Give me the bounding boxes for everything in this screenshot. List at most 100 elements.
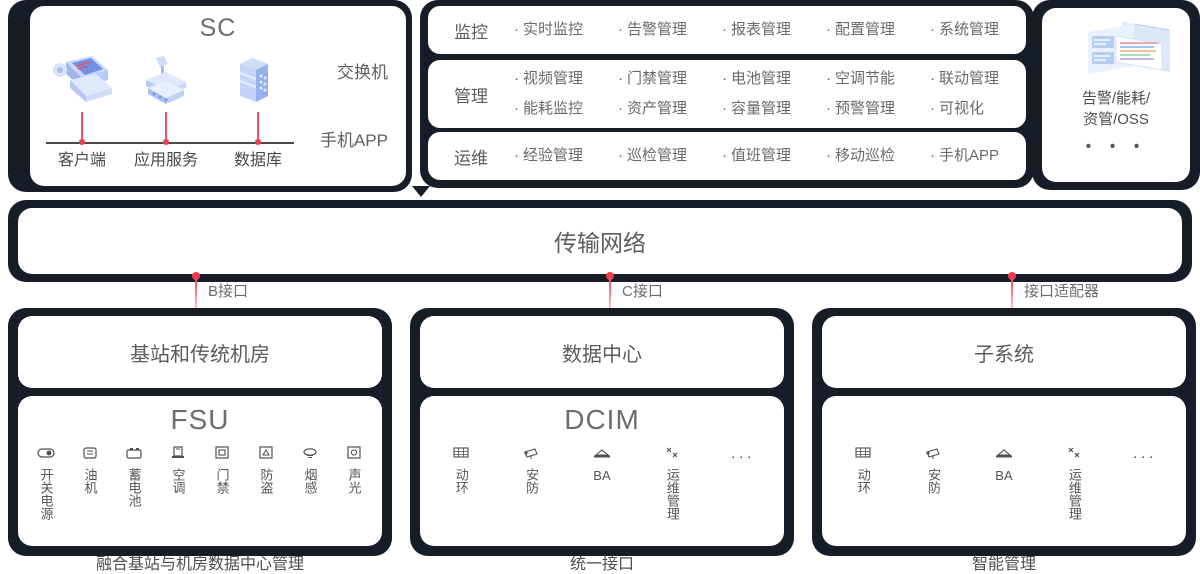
feature-item[interactable]: 可视化 — [930, 94, 1034, 124]
sc-node-group: 客户端 — [46, 54, 296, 174]
feature-shell: 监控 实时监控 告警管理 报表管理 配置管理 系统管理 管理 视频管理 门禁管理… — [420, 0, 1034, 188]
icon-label: 动环 — [855, 468, 871, 494]
feature-item[interactable]: 配置管理 — [826, 15, 930, 45]
feature-item[interactable]: 实时监控 — [514, 15, 618, 45]
feature-item[interactable]: 视频管理 — [514, 64, 618, 94]
dashboard-windows-icon — [1042, 20, 1190, 82]
feature-item-list: 经验管理 巡检管理 值班管理 移动巡检 手机APP — [514, 141, 1034, 171]
column-big-title: DCIM — [564, 404, 640, 435]
feature-item[interactable]: 系统管理 — [930, 15, 1034, 45]
column-caption: 融合基站与机房数据中心管理 — [95, 556, 304, 573]
sc-connector-line — [81, 112, 83, 142]
sc-node-label: 应用服务 — [133, 152, 198, 169]
feature-group-name: 运维 — [454, 148, 488, 168]
smoke-sensor-icon[interactable]: 烟感 — [291, 446, 329, 494]
operations-management-icon[interactable]: 运维管理 — [1055, 446, 1093, 520]
more-ellipsis-icon[interactable]: ··· — [730, 448, 755, 465]
sc-node-label: 数据库 — [233, 152, 282, 169]
sc-node-database: 数据库 — [222, 54, 294, 169]
column-body-card: DCIM 动环 安防 BA — [420, 396, 784, 546]
column-body-card: 动环 安防 BA 运维 — [822, 396, 1186, 546]
icon-label: 声光 — [346, 468, 362, 494]
feature-item[interactable]: 容量管理 — [722, 94, 826, 124]
column-big-title: FSU — [170, 404, 230, 435]
column-subsystem: 子系统 动环 安防 — [812, 308, 1196, 556]
icon-label: 烟感 — [302, 468, 318, 494]
building-automation-icon[interactable]: BA — [985, 446, 1023, 483]
feature-group-name: 管理 — [454, 86, 488, 106]
feature-group-name: 监控 — [454, 22, 488, 42]
anti-theft-icon[interactable]: 防盗 — [247, 446, 285, 494]
sc-connector-line — [257, 112, 259, 142]
feature-item[interactable]: 预警管理 — [826, 94, 930, 124]
feature-item-list: 视频管理 门禁管理 电池管理 空调节能 联动管理 能耗监控 资产管理 容量管理 … — [514, 64, 1034, 124]
sc-side-label-switch: 交换机 — [337, 63, 388, 82]
pin-label: 接口适配器 — [1024, 283, 1100, 300]
sc-node-app-service: 应用服务 — [130, 54, 202, 169]
feature-item[interactable]: 巡检管理 — [618, 141, 722, 171]
security-camera-icon[interactable]: 安防 — [513, 446, 551, 494]
column-header-title: 基站和传统机房 — [130, 343, 270, 366]
oss-more-dots: • • • — [1085, 138, 1147, 155]
column-icon-row: 开关电源 油机 蓄电池 — [24, 446, 376, 520]
column-caption: 智能管理 — [971, 556, 1036, 573]
feature-item[interactable]: 手机APP — [930, 141, 1034, 171]
generator-icon[interactable]: 油机 — [71, 446, 109, 494]
icon-label: 油机 — [82, 468, 98, 494]
feature-item[interactable]: 联动管理 — [930, 64, 1034, 94]
more-ellipsis-icon[interactable]: ··· — [1132, 448, 1157, 465]
operations-management-icon[interactable]: 运维管理 — [653, 446, 691, 520]
transmission-network-shell: 传输网络 — [8, 200, 1192, 282]
power-environment-icon[interactable]: 动环 — [442, 446, 480, 494]
feature-item[interactable]: 移动巡检 — [826, 141, 930, 171]
feature-line: 实时监控 告警管理 报表管理 配置管理 系统管理 — [514, 15, 1034, 45]
power-environment-icon[interactable]: 动环 — [844, 446, 882, 494]
icon-label: 运维管理 — [664, 468, 680, 520]
air-conditioner-icon[interactable]: 空调 — [159, 446, 197, 494]
icon-label: 安防 — [524, 468, 540, 494]
sc-title: SC — [199, 14, 237, 42]
sc-shell: SC 交换机 手机APP — [8, 0, 412, 192]
battery-icon[interactable]: 蓄电池 — [115, 446, 153, 507]
column-data-center: 数据中心 DCIM 动环 安防 — [410, 308, 794, 556]
transmission-network-title: 传输网络 — [554, 230, 646, 256]
sc-connector-dot — [255, 139, 261, 145]
feature-item[interactable]: 资产管理 — [618, 94, 722, 124]
column-body-card: FSU 开关电源 油机 蓄 — [18, 396, 382, 546]
feature-item[interactable]: 空调节能 — [826, 64, 930, 94]
feature-item[interactable]: 经验管理 — [514, 141, 618, 171]
column-header-card: 基站和传统机房 — [18, 316, 382, 388]
feature-item[interactable]: 电池管理 — [722, 64, 826, 94]
sc-connector-dot — [79, 139, 85, 145]
sound-light-alarm-icon[interactable]: 声光 — [335, 446, 373, 494]
feature-item[interactable]: 报表管理 — [722, 15, 826, 45]
feature-item[interactable]: 能耗监控 — [514, 94, 618, 124]
sc-card: SC 交换机 手机APP — [30, 6, 406, 186]
feature-line: 经验管理 巡检管理 值班管理 移动巡检 手机APP — [514, 141, 1034, 171]
feature-item[interactable]: 告警管理 — [618, 15, 722, 45]
column-header-title: 数据中心 — [562, 343, 642, 366]
laptop-icon — [46, 54, 118, 112]
sc-connector-line — [165, 112, 167, 142]
access-control-icon[interactable]: 门禁 — [203, 446, 241, 494]
column-icon-row: 动环 安防 BA 运维 — [828, 446, 1180, 520]
icon-label: 门禁 — [214, 468, 230, 494]
building-automation-icon[interactable]: BA — [583, 446, 621, 483]
icon-label: 动环 — [453, 468, 469, 494]
feature-line: 视频管理 门禁管理 电池管理 空调节能 联动管理 — [514, 64, 1034, 94]
transmission-network-card: 传输网络 — [18, 208, 1182, 274]
power-switch-icon[interactable]: 开关电源 — [27, 446, 65, 520]
icon-label: BA — [593, 468, 611, 483]
security-camera-icon[interactable]: 安防 — [915, 446, 953, 494]
feature-item[interactable]: 值班管理 — [722, 141, 826, 171]
sc-baseline — [46, 142, 294, 144]
icon-label: 蓄电池 — [126, 468, 142, 507]
feature-item[interactable]: 门禁管理 — [618, 64, 722, 94]
column-header-card: 数据中心 — [420, 316, 784, 388]
feature-card-monitoring: 监控 实时监控 告警管理 报表管理 配置管理 系统管理 — [428, 6, 1026, 54]
column-caption: 统一接口 — [569, 556, 634, 573]
icon-label: 防盗 — [258, 468, 274, 494]
oss-card: 告警/能耗/ 资管/OSS • • • — [1042, 8, 1190, 182]
oss-shell: 告警/能耗/ 资管/OSS • • • — [1032, 0, 1200, 190]
